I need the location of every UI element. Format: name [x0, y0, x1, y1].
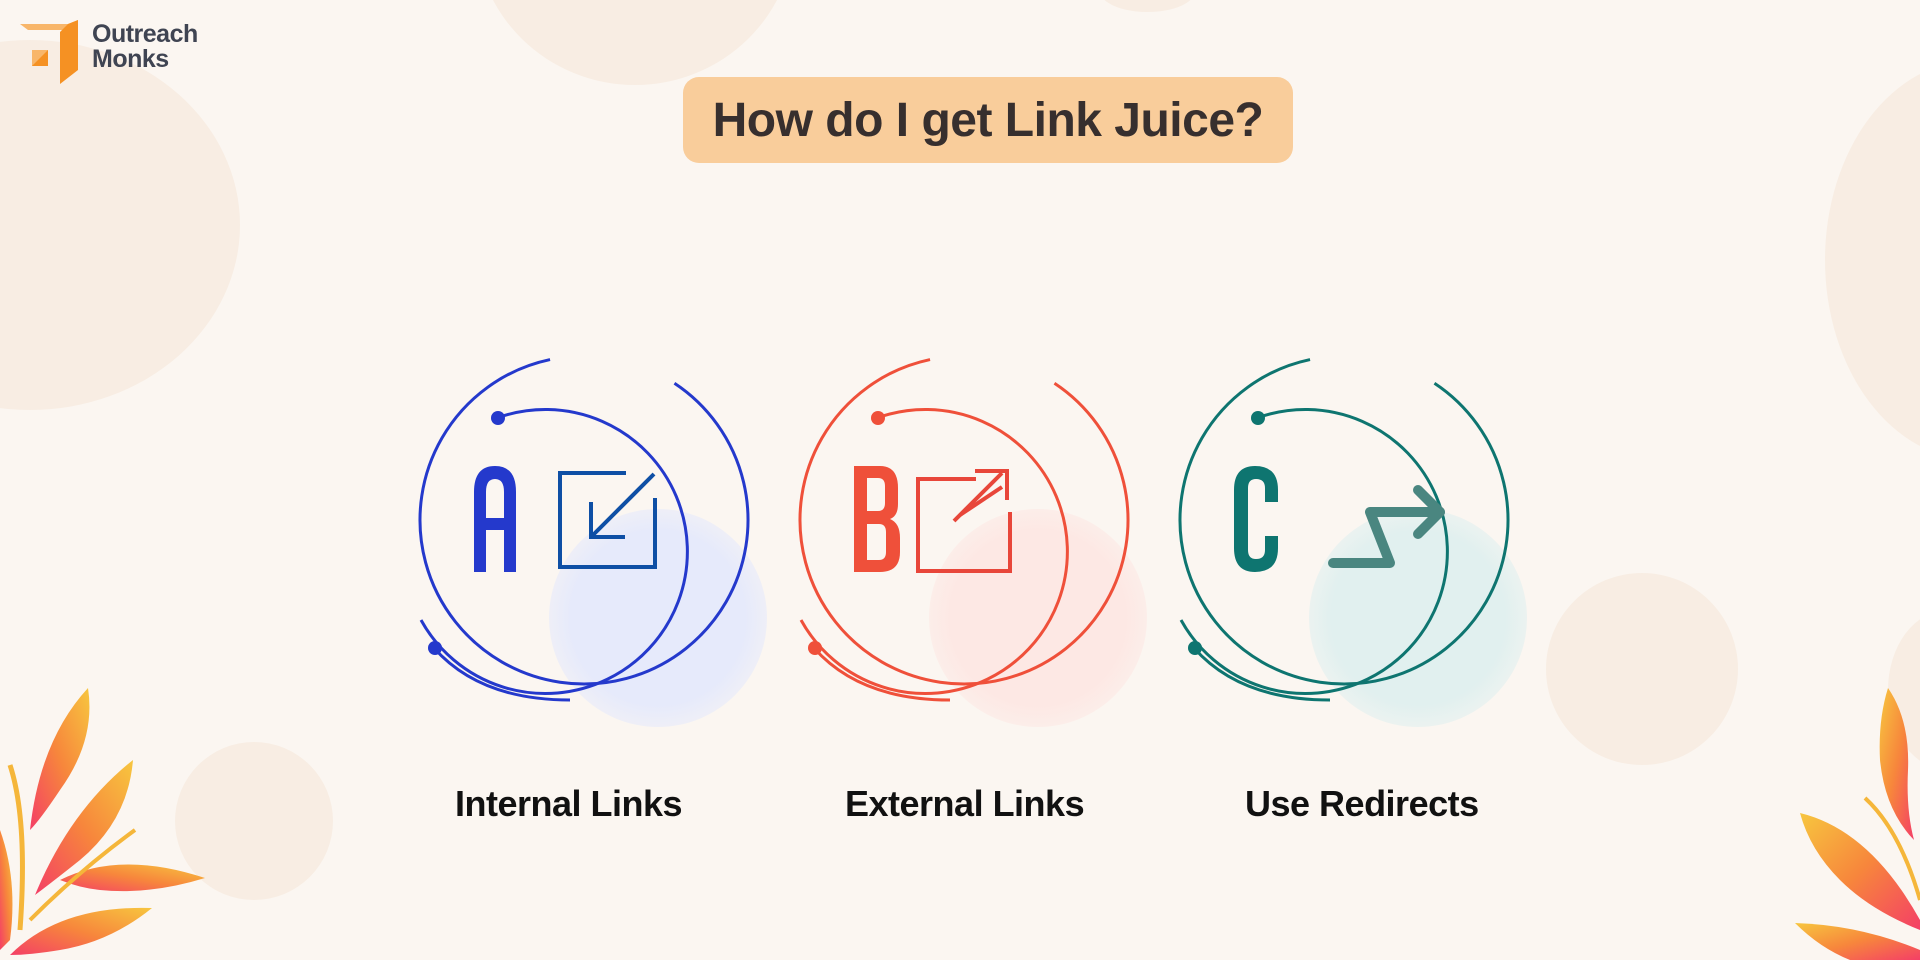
inner-ring	[1179, 408, 1449, 695]
ring-dot	[1251, 411, 1265, 425]
outer-ring	[1178, 354, 1510, 686]
brand-name-line2: Monks	[92, 45, 169, 73]
redirect-icon	[1328, 485, 1445, 568]
letter-b	[854, 466, 900, 572]
bg-circle	[175, 742, 333, 900]
ring-dot	[808, 641, 822, 655]
leaves-decoration-right	[1795, 688, 1920, 960]
inner-ring	[419, 408, 689, 695]
ring-dot	[428, 641, 442, 655]
brand-logo: Outreach Monks	[20, 20, 198, 84]
tint-blob	[929, 509, 1147, 727]
method-label-use-redirects: Use Redirects	[1245, 783, 1479, 824]
method-c-graphic	[1178, 354, 1527, 727]
tint-blob	[1309, 509, 1527, 727]
letter-a	[474, 466, 516, 572]
method-b-graphic	[798, 354, 1147, 727]
tint-blob	[549, 509, 767, 727]
letter-c	[1234, 466, 1278, 572]
title-banner: How do I get Link Juice?	[683, 77, 1293, 163]
brand-name: Outreach Monks	[92, 22, 198, 72]
ring-dot	[1188, 641, 1202, 655]
outer-ring	[418, 354, 750, 686]
leaves-decoration-left	[0, 688, 205, 955]
internal-link-icon	[558, 471, 657, 569]
brand-name-line1: Outreach	[92, 20, 198, 48]
method-label-internal-links: Internal Links	[455, 783, 683, 824]
page-title: How do I get Link Juice?	[712, 93, 1264, 147]
method-a-graphic	[418, 354, 767, 727]
ring-dot	[491, 411, 505, 425]
external-link-icon	[916, 469, 1012, 573]
bg-circle	[1100, 0, 1195, 12]
ring-dot	[871, 411, 885, 425]
bg-circle	[1546, 573, 1738, 765]
logo-mark-icon	[20, 20, 78, 84]
inner-ring	[799, 408, 1069, 695]
method-label-external-links: External Links	[845, 783, 1085, 824]
outer-ring	[798, 354, 1130, 686]
